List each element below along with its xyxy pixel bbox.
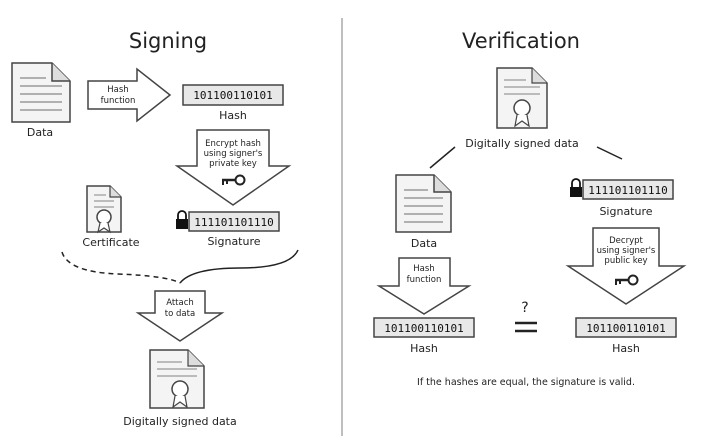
certificate-label: Certificate: [82, 236, 139, 249]
hash-label: Hash: [219, 109, 247, 122]
hash-function-text-1: Hash: [107, 85, 128, 95]
signing-title: Signing: [129, 29, 207, 53]
attach-arrow: [135, 290, 225, 342]
hash-function-arrow: [87, 67, 172, 123]
verification-signature-bits: 111101101110: [588, 184, 667, 197]
encrypt-text-1: Encrypt hash: [205, 139, 261, 149]
document-icon: [395, 174, 452, 233]
lock-icon: [570, 178, 582, 197]
hash-bits: 101100110101: [193, 89, 272, 102]
signature-connector: [179, 249, 299, 284]
verification-data-label: Data: [411, 237, 437, 250]
verification-signature-box: [582, 179, 674, 200]
verify-hash-bits-left: 101100110101: [384, 322, 463, 335]
decrypt-arrow: [565, 227, 687, 305]
hash-function-text-2: function: [101, 96, 136, 106]
split-line-right: [596, 146, 623, 160]
encrypt-text-3: private key: [209, 159, 257, 169]
verification-title: Verification: [462, 29, 580, 53]
split-line-left: [429, 146, 456, 169]
key-icon: [615, 274, 639, 286]
verify-hash-box-right: [575, 317, 677, 338]
signature-box: [188, 211, 280, 232]
verify-hash-box-left: [373, 317, 475, 338]
hash-box: [182, 84, 284, 106]
certificate-connector: [61, 251, 181, 284]
document-icon: [149, 349, 205, 409]
signing-data-label: Data: [27, 126, 53, 139]
verify-hash-function-text-1: Hash: [413, 264, 434, 274]
key-icon: [222, 174, 246, 186]
verify-hash-function-arrow: [376, 257, 472, 315]
decrypt-text-1: Decrypt: [609, 236, 643, 246]
decrypt-text-3: public key: [604, 256, 647, 266]
verify-hash-label-left: Hash: [410, 342, 438, 355]
signing-signed-data-label: Digitally signed data: [123, 415, 237, 428]
encrypt-text-2: using signer's: [204, 149, 263, 159]
attach-text-2: to data: [165, 309, 195, 319]
encrypt-arrow: [174, 129, 292, 206]
decrypt-text-2: using signer's: [597, 246, 656, 256]
verification-signature-label: Signature: [599, 205, 652, 218]
verify-hash-label-right: Hash: [612, 342, 640, 355]
lock-icon: [176, 210, 188, 229]
verify-hash-bits-right: 101100110101: [586, 322, 665, 335]
document-icon: [496, 67, 548, 129]
compare-question: ?: [521, 300, 528, 316]
document-icon: [11, 62, 71, 123]
signature-label: Signature: [207, 235, 260, 248]
attach-text-1: Attach: [166, 298, 194, 308]
verify-hash-function-text-2: function: [407, 275, 442, 285]
certificate-icon: [86, 185, 122, 234]
conclusion-text: If the hashes are equal, the signature i…: [417, 377, 635, 388]
verification-signed-data-label: Digitally signed data: [465, 137, 579, 150]
signature-bits: 111101101110: [194, 216, 273, 229]
